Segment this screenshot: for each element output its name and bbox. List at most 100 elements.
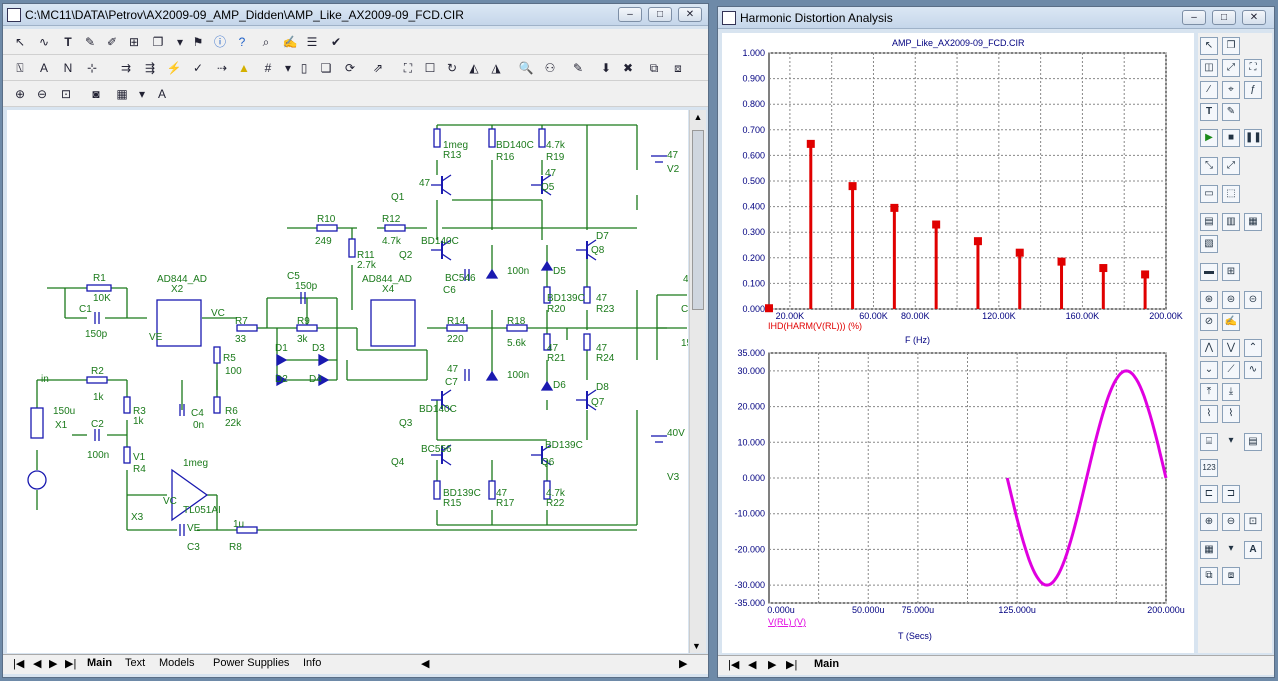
warning-icon[interactable]: ▲ — [238, 61, 250, 75]
grid-tile-icon[interactable]: ⊞ — [1222, 263, 1240, 281]
analysis-nav-next[interactable]: ▶ — [768, 659, 777, 671]
schematic-drawing[interactable]: R110KC1150pAD844_ADX2VCVER733R5100C5150p… — [7, 110, 701, 653]
layout-dropdown-icon[interactable]: ▾ — [138, 87, 146, 101]
pages-icon[interactable]: ❏ — [320, 61, 332, 75]
stack-icon[interactable]: ▤ — [1200, 213, 1218, 231]
edit-icon[interactable]: ✍ — [282, 35, 298, 49]
attribute-text-icon[interactable]: A — [39, 61, 48, 75]
fit2-icon[interactable]: ⊐ — [1222, 485, 1240, 503]
tile-icon[interactable]: ▬ — [1200, 263, 1218, 281]
analysis-tab-main[interactable]: Main — [814, 658, 840, 670]
stack2-icon[interactable]: ▥ — [1222, 213, 1240, 231]
fit-icon[interactable]: ⊏ — [1200, 485, 1218, 503]
maximize-button[interactable]: □ — [648, 7, 672, 22]
zoom-xy-icon[interactable]: ⊝ — [1244, 291, 1262, 309]
marker-icon[interactable]: ⌖ — [1222, 81, 1240, 99]
properties-icon[interactable]: ✔ — [330, 35, 342, 49]
grid-dropdown-icon[interactable]: ▾ — [284, 61, 292, 75]
bottom-icon[interactable]: ⌇ — [1222, 405, 1240, 423]
brush-icon[interactable]: ✐ — [106, 35, 118, 49]
binoculars-icon[interactable]: ⚇ — [544, 61, 556, 75]
zoom-in-icon[interactable]: ⊕ — [1200, 513, 1218, 531]
layout-icon[interactable]: ▦ — [1200, 541, 1218, 559]
zoom-fit-icon[interactable]: ⊡ — [60, 87, 72, 101]
edit-plot-icon[interactable]: ✍ — [1222, 313, 1240, 331]
flow-icon[interactable]: ⇶ — [144, 61, 156, 75]
select-box-icon[interactable]: ⛶ — [403, 61, 413, 75]
grid-icon[interactable]: # — [264, 61, 272, 75]
info-icon[interactable]: ⓘ — [213, 35, 226, 49]
tab-power-supplies[interactable]: Power Supplies — [213, 657, 290, 669]
nav-next[interactable]: ▶ — [49, 658, 58, 670]
pin-icon[interactable]: ⇢ — [216, 61, 228, 75]
font-icon[interactable]: A — [157, 87, 166, 101]
function-icon[interactable]: ƒ — [1244, 81, 1262, 99]
stop-icon[interactable]: ■ — [1222, 129, 1240, 147]
cursor-right-icon[interactable]: ⤢ — [1222, 157, 1240, 175]
harm-trace-label[interactable]: IHD(HARM(V(RL))) (%) — [768, 321, 862, 331]
current-icon[interactable]: ⇉ — [120, 61, 132, 75]
nav-prev[interactable]: ◀ — [33, 658, 42, 670]
zoom-out-icon[interactable]: ⊖ — [36, 87, 48, 101]
valley-icon[interactable]: ⋁ — [1222, 339, 1240, 357]
tab-models[interactable]: Models — [159, 657, 195, 669]
inflection-icon[interactable]: ∿ — [1244, 361, 1262, 379]
analysis-nav-first[interactable]: |◀ — [728, 659, 740, 671]
dotted-frame-icon[interactable]: ⬚ — [1222, 185, 1240, 203]
page-icon[interactable]: ▯ — [300, 61, 308, 75]
down-circle-icon[interactable]: ⬇ — [600, 61, 612, 75]
font-icon[interactable]: A — [1244, 541, 1262, 559]
mirror-icon[interactable]: ◮ — [491, 61, 501, 75]
power-icon[interactable]: ⚡ — [166, 61, 182, 75]
plots[interactable]: AMP_Like_AX2009-09_FCD.CIR 1.0000.9000.8… — [722, 33, 1194, 653]
frame-icon[interactable]: ▭ — [1200, 185, 1218, 203]
refresh-icon[interactable]: ⟳ — [344, 61, 356, 75]
camera-icon[interactable]: ◙ — [92, 87, 100, 101]
zoom-y-icon[interactable]: ⊜ — [1222, 291, 1240, 309]
analysis-close-button[interactable]: ✕ — [1242, 10, 1266, 25]
zoom-x-icon[interactable]: ⊛ — [1200, 291, 1218, 309]
text-icon[interactable]: T — [1200, 103, 1218, 121]
condition-icon[interactable]: ✓ — [192, 61, 204, 75]
stop-circle-icon[interactable]: ✖ — [622, 61, 634, 75]
pause-icon[interactable]: ❚❚ — [1244, 129, 1262, 147]
curve-icon[interactable]: ∕ — [1200, 81, 1218, 99]
component-icon[interactable]: ⊞ — [128, 35, 140, 49]
notes-icon[interactable]: ✎ — [572, 61, 584, 75]
schematic-vscroll[interactable]: ▲ ▼ — [689, 110, 706, 653]
high-icon[interactable]: ⌃ — [1244, 339, 1262, 357]
peak-icon[interactable]: ⋀ — [1200, 339, 1218, 357]
copy-icon[interactable]: ❐ — [152, 35, 164, 49]
tab-text[interactable]: Text — [125, 657, 146, 669]
tab-info[interactable]: Info — [303, 657, 322, 669]
grid-snap-icon[interactable]: ⊹ — [86, 61, 98, 75]
hscroll-left[interactable]: ◀ — [421, 658, 430, 670]
layout-icon[interactable]: ▦ — [116, 87, 128, 101]
group-icon[interactable]: ⧉ — [1200, 567, 1218, 585]
global-low-icon[interactable]: ⤓ — [1222, 383, 1240, 401]
nav-first[interactable]: |◀ — [13, 658, 25, 670]
zoom-box-icon[interactable]: ⛶ — [1244, 59, 1262, 77]
analysis-nav-prev[interactable]: ◀ — [748, 659, 757, 671]
zoom-window-icon[interactable]: ⌕ — [262, 35, 270, 49]
select-arrow-icon[interactable]: ↖ — [14, 35, 26, 49]
layout-dropdown-icon[interactable]: ▾ — [1228, 543, 1234, 554]
global-high-icon[interactable]: ⤒ — [1200, 383, 1218, 401]
analysis-maximize-button[interactable]: □ — [1212, 10, 1236, 25]
pen-icon[interactable]: ✎ — [84, 35, 96, 49]
node-numbers-icon[interactable]: ⍂ — [16, 61, 24, 75]
analysis-nav-last[interactable]: ▶| — [786, 659, 798, 671]
scale-icon[interactable]: ⤢ — [1222, 59, 1240, 77]
nav-last[interactable]: ▶| — [65, 658, 77, 670]
cursor-left-icon[interactable]: ⤡ — [1200, 157, 1218, 175]
zoom-in-icon[interactable]: ⊕ — [14, 87, 26, 101]
group-icon[interactable]: ⧉ — [649, 61, 659, 75]
find-icon[interactable]: 🔍 — [518, 61, 534, 75]
node-voltages-icon[interactable]: N — [63, 61, 73, 75]
hscroll-right[interactable]: ▶ — [679, 658, 688, 670]
run-icon[interactable]: ▶ — [1200, 129, 1218, 147]
label-icon[interactable]: ⌸ — [1200, 433, 1218, 451]
slope-icon[interactable]: ⟋ — [1222, 361, 1240, 379]
rotate-icon[interactable]: ↻ — [446, 61, 458, 75]
